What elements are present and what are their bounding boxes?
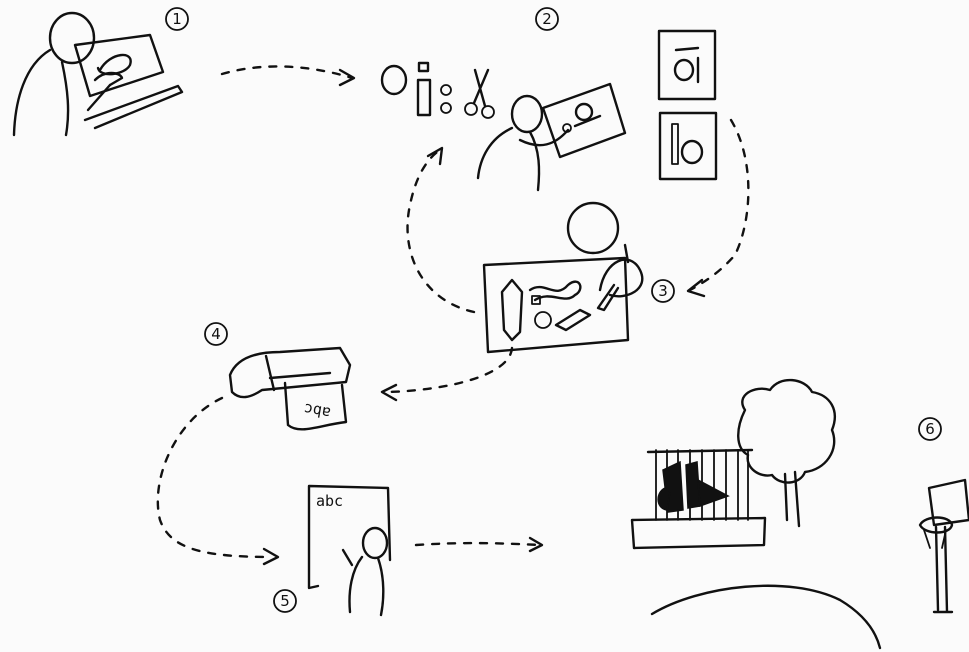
card-stem	[672, 124, 678, 164]
drawing-board	[75, 35, 163, 96]
letter-a-bowl	[658, 488, 670, 510]
printer-seam	[266, 356, 274, 390]
arrow-1-to-2	[222, 66, 352, 78]
step5-number: 5	[280, 592, 290, 610]
drawing-pen	[88, 85, 110, 110]
arrow-4-to-5	[158, 398, 272, 557]
sheet-parallelogram	[556, 310, 590, 330]
letter-b-bowl	[698, 480, 728, 506]
letter-card-b	[660, 113, 716, 179]
sheet-circle	[535, 312, 551, 328]
card-circle	[682, 141, 702, 163]
cut-bar	[418, 80, 430, 115]
step5-poster: abc 5	[274, 486, 390, 615]
cut-dot-1	[441, 85, 451, 95]
arrow-3-to-4	[388, 348, 512, 392]
drawing-hand	[600, 260, 642, 297]
step6-installation: 6	[632, 380, 969, 648]
step3-number: 3	[658, 282, 668, 300]
poster-text: abc	[316, 492, 343, 510]
basketball-hoop-icon	[920, 480, 969, 612]
fence-base	[632, 518, 765, 548]
arrow-5-to-6	[416, 543, 540, 545]
drawn-shape	[98, 55, 131, 74]
sheet-hexagon	[502, 280, 522, 340]
card-frame	[660, 113, 716, 179]
card-frame	[659, 31, 715, 99]
arrowhead-4-to-5	[264, 549, 278, 564]
pointing-arm	[343, 550, 352, 565]
cut-dot-2	[441, 103, 451, 113]
ground-arc	[652, 586, 880, 648]
card-circle	[675, 60, 693, 80]
person-back	[478, 128, 512, 178]
board-circle	[576, 104, 592, 120]
step2-number: 2	[542, 10, 552, 28]
person-head	[363, 528, 387, 558]
letter-card-a	[659, 31, 715, 99]
step4-printer: abc 4	[205, 323, 350, 429]
person-head	[512, 96, 542, 132]
cut-circle	[382, 66, 406, 94]
arrowhead-1-to-2	[340, 70, 354, 85]
step1-number: 1	[172, 10, 182, 28]
step1-person-drawing: 1	[14, 8, 188, 135]
person-back	[14, 50, 50, 135]
printer-slot	[270, 373, 330, 378]
sheet-wave	[530, 282, 580, 300]
step2-cutting-shapes: 2	[382, 8, 625, 190]
sign-letters-ab	[658, 462, 728, 512]
step4-number: 4	[211, 325, 221, 343]
person-head	[50, 13, 94, 63]
scissors-icon	[465, 70, 494, 118]
tree-crown	[738, 380, 835, 483]
printer-body	[230, 348, 350, 397]
step3-drawing-shapes: 3	[484, 203, 674, 352]
step6-number: 6	[925, 420, 935, 438]
cut-square	[419, 63, 428, 71]
printout-text: abc	[302, 400, 332, 422]
arrowhead-3-to-2	[428, 148, 442, 164]
arrow-3-to-2	[408, 150, 474, 312]
person-front	[62, 62, 68, 135]
person-front	[530, 132, 539, 190]
card-bar-top	[676, 48, 698, 50]
tree-icon	[738, 380, 835, 526]
person-body	[350, 557, 384, 615]
person-head	[568, 203, 618, 253]
